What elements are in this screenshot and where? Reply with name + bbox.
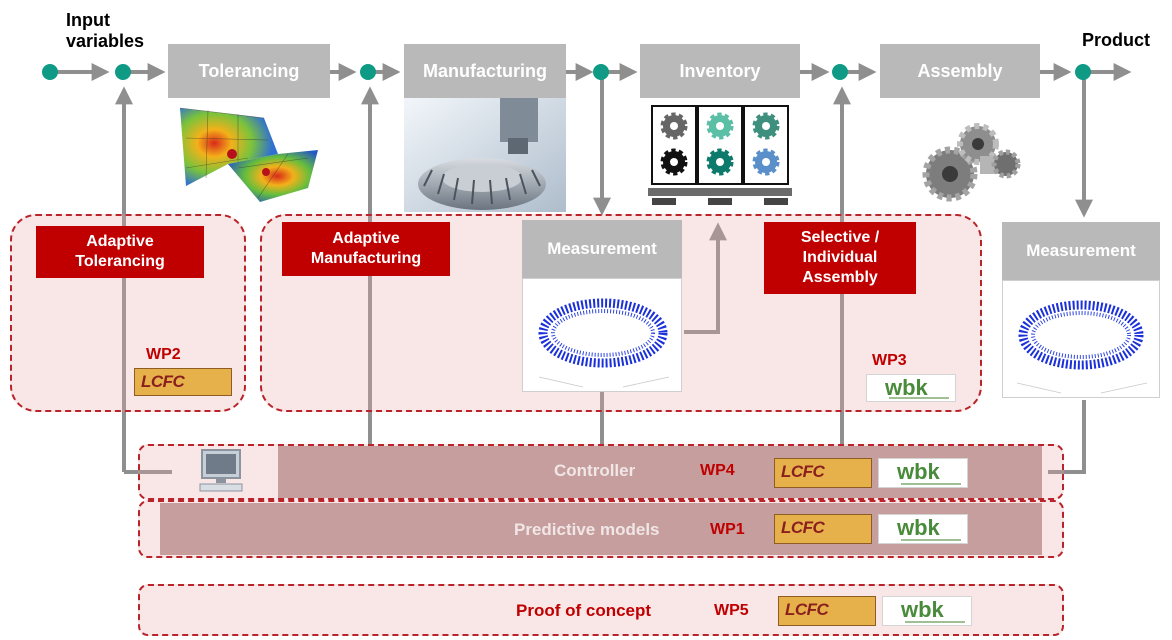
proof-of-concept-label: Proof of concept <box>516 601 652 620</box>
wp5-label: WP5 <box>714 602 749 619</box>
product-measurement-plot <box>1002 280 1160 398</box>
wp1-label: WP1 <box>710 521 745 538</box>
lcfc-logo: LCFC <box>774 514 872 544</box>
stage-manufacturing-header: Manufacturing <box>404 44 566 98</box>
wp4-label: WP4 <box>700 462 735 479</box>
predictive-models-label: Predictive models <box>514 520 660 539</box>
selective-assembly-label: Selective / Individual Assembly <box>764 222 916 294</box>
wbk-logo: wbk <box>878 514 968 544</box>
adaptive-manufacturing-label: Adaptive Manufacturing <box>282 222 450 276</box>
stage-assembly-header: Assembly <box>880 44 1040 98</box>
assembly-gears-image <box>880 98 1040 212</box>
stage-tolerancing-header: Tolerancing <box>168 44 330 98</box>
wp2-label: WP2 <box>146 346 181 363</box>
lcfc-logo: LCFC <box>778 596 876 626</box>
input-variables-label: Input variables <box>66 10 145 51</box>
inventory-gears-image <box>640 98 800 212</box>
manufacturing-gear-cutting-image <box>404 98 566 212</box>
wp3-label: WP3 <box>872 352 907 369</box>
wbk-logo: wbk <box>866 374 956 402</box>
wbk-logo: wbk <box>878 458 968 488</box>
inventory-measurement-header: Measurement <box>522 220 682 278</box>
controller-label: Controller <box>554 461 636 480</box>
stage-inventory-header: Inventory <box>640 44 800 98</box>
computer-icon <box>196 448 246 494</box>
wbk-logo: wbk <box>882 596 972 626</box>
lcfc-logo: LCFC <box>774 458 872 488</box>
tolerancing-fem-image <box>168 98 330 212</box>
lcfc-logo: LCFC <box>134 368 232 396</box>
adaptive-tolerancing-label: Adaptive Tolerancing <box>36 226 204 278</box>
product-measurement-header: Measurement <box>1002 222 1160 280</box>
inventory-measurement-plot <box>522 278 682 392</box>
product-label: Product <box>1082 30 1151 50</box>
